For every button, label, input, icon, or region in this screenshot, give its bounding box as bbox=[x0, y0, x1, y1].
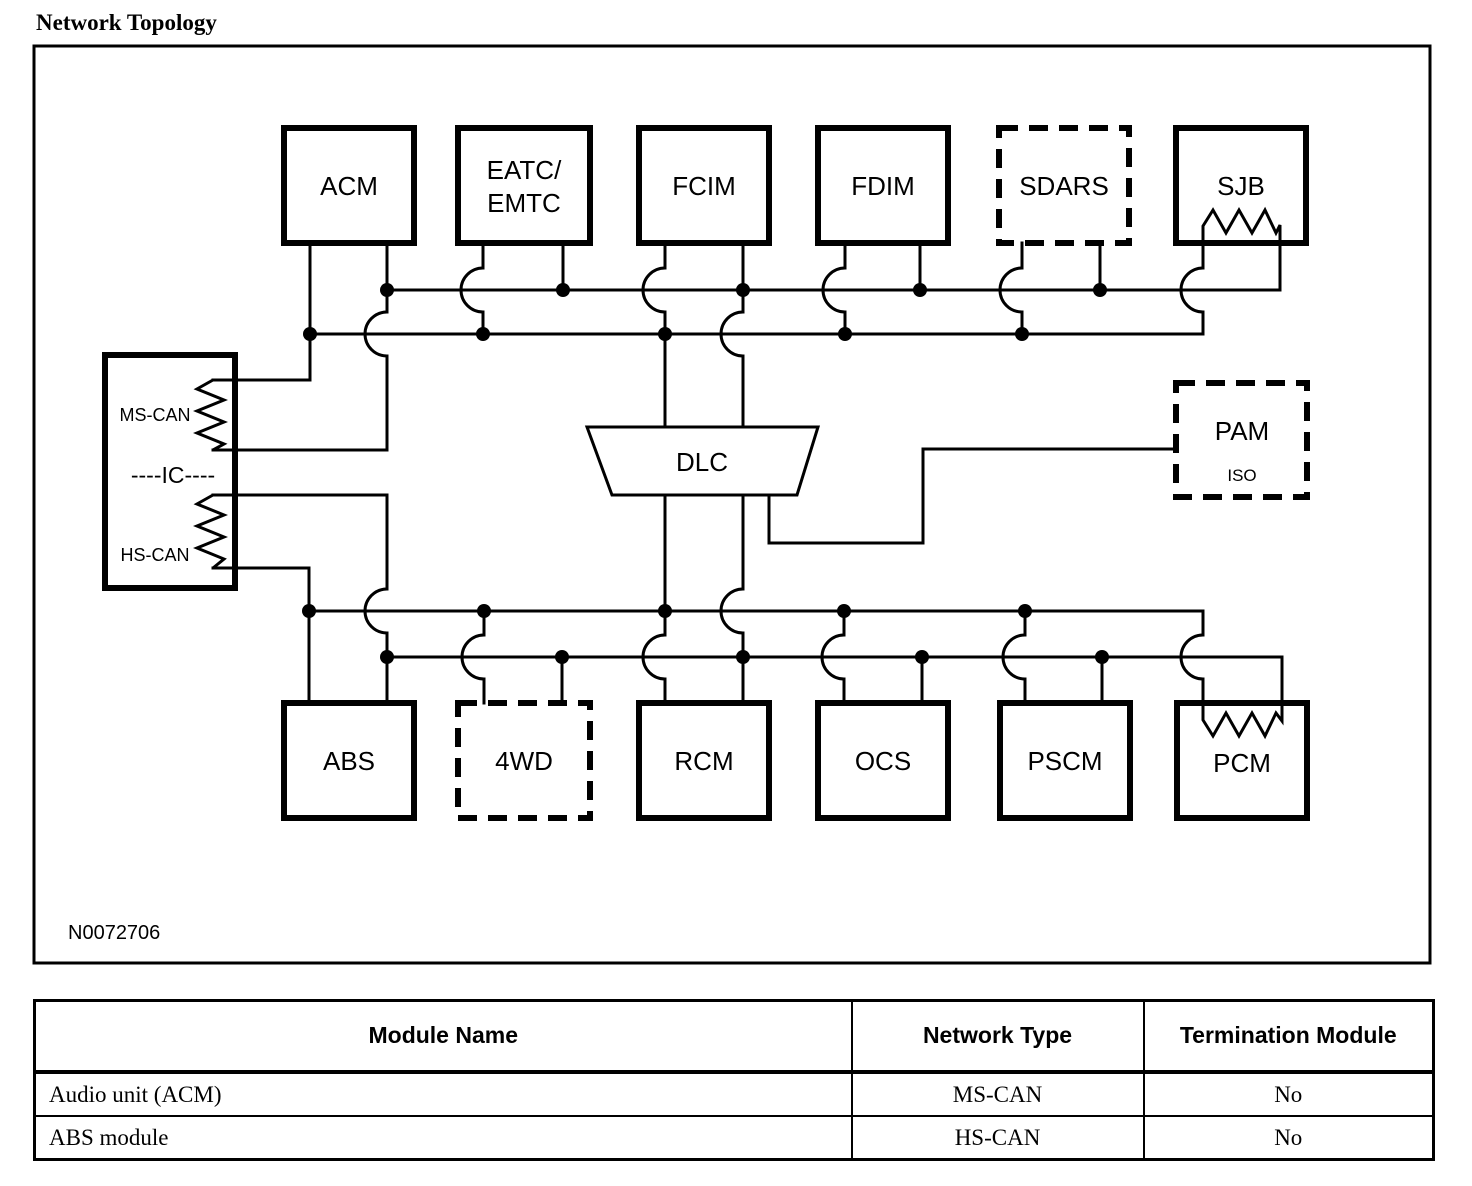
cell-module-name-0: Audio unit (ACM) bbox=[34, 1072, 852, 1117]
module-label-sjb: SJB bbox=[1217, 171, 1265, 201]
module-box-abs bbox=[281, 700, 417, 821]
ic-gateway-label: ----IC---- bbox=[131, 462, 215, 488]
crossover-hop-arcs bbox=[363, 266, 1204, 681]
ic-ms-can-label: MS-CAN bbox=[120, 405, 191, 425]
module-box-pcm bbox=[1174, 700, 1310, 821]
module-label-pscm: PSCM bbox=[1027, 746, 1102, 776]
header-network-type: Network Type bbox=[850, 1000, 1144, 1074]
termination-resistors bbox=[193, 206, 1284, 740]
bus-wires bbox=[306, 288, 1284, 659]
module-box-pam bbox=[1173, 380, 1310, 500]
module-label-4wd: 4WD bbox=[495, 746, 553, 776]
module-table-container: Module Name Network Type Termination Mod… bbox=[33, 999, 1435, 1161]
module-label-fcim: FCIM bbox=[672, 171, 736, 201]
module-box-acm bbox=[281, 125, 417, 246]
module-box-pscm bbox=[997, 700, 1133, 821]
module-label-ocs: OCS bbox=[855, 746, 911, 776]
ic-ms-can-resistor-icon bbox=[193, 378, 228, 452]
ic-hs-can-resistor-icon bbox=[193, 493, 228, 570]
module-label-eatc-line2: EMTC bbox=[487, 188, 561, 218]
table-row: ABS module HS-CAN No bbox=[35, 1116, 1434, 1160]
module-label-acm: ACM bbox=[320, 171, 378, 201]
module-label-rcm: RCM bbox=[674, 746, 733, 776]
pcm-resistor-icon bbox=[1201, 703, 1284, 740]
module-box-fdim bbox=[815, 125, 951, 246]
junction-dots bbox=[302, 283, 1109, 664]
module-box-fcim bbox=[636, 125, 772, 246]
module-table: Module Name Network Type Termination Mod… bbox=[33, 999, 1435, 1161]
module-boxes bbox=[102, 125, 1310, 821]
dlc-to-pam-iso-wire bbox=[767, 447, 1178, 545]
cell-termination-1: No bbox=[1142, 1116, 1434, 1160]
module-drop-wires bbox=[211, 241, 1284, 705]
pam-label: PAM bbox=[1215, 416, 1269, 446]
cell-termination-0: No bbox=[1142, 1072, 1434, 1117]
module-box-ocs bbox=[815, 700, 951, 821]
module-label-abs: ABS bbox=[323, 746, 375, 776]
network-topology-diagram: ACM EATC/ EMTC FCIM FDIM SDARS SJB ABS 4… bbox=[32, 44, 1432, 965]
figure-number-label: N0072706 bbox=[68, 922, 160, 944]
table-row: Audio unit (ACM) MS-CAN No bbox=[34, 1072, 1434, 1117]
module-box-sdars bbox=[996, 125, 1132, 246]
header-module-name: Module Name bbox=[34, 1000, 852, 1074]
module-box-sjb bbox=[1173, 125, 1309, 246]
module-label-fdim: FDIM bbox=[851, 171, 915, 201]
dlc-connector-shape bbox=[584, 425, 821, 497]
cell-network-type-1: HS-CAN bbox=[850, 1116, 1144, 1160]
module-box-4wd bbox=[455, 700, 593, 821]
module-label-sdars: SDARS bbox=[1019, 171, 1109, 201]
header-termination-module: Termination Module bbox=[1142, 1000, 1434, 1074]
table-header-row: Module Name Network Type Termination Mod… bbox=[34, 1000, 1434, 1074]
dlc-label: DLC bbox=[676, 447, 728, 477]
sjb-resistor-icon bbox=[1201, 206, 1282, 243]
cell-network-type-0: MS-CAN bbox=[850, 1072, 1144, 1117]
module-label-pcm: PCM bbox=[1213, 748, 1271, 778]
module-box-eatc-emtc bbox=[455, 125, 593, 246]
module-label-eatc-line1: EATC/ bbox=[487, 155, 562, 185]
module-box-ic-gateway bbox=[102, 352, 238, 591]
page-title: Network Topology bbox=[36, 10, 217, 35]
ic-hs-can-label: HS-CAN bbox=[120, 545, 189, 565]
diagram-frame bbox=[32, 44, 1432, 965]
module-box-rcm bbox=[636, 700, 772, 821]
pam-iso-label: ISO bbox=[1227, 466, 1256, 485]
cell-module-name-1: ABS module bbox=[49, 1124, 169, 1150]
